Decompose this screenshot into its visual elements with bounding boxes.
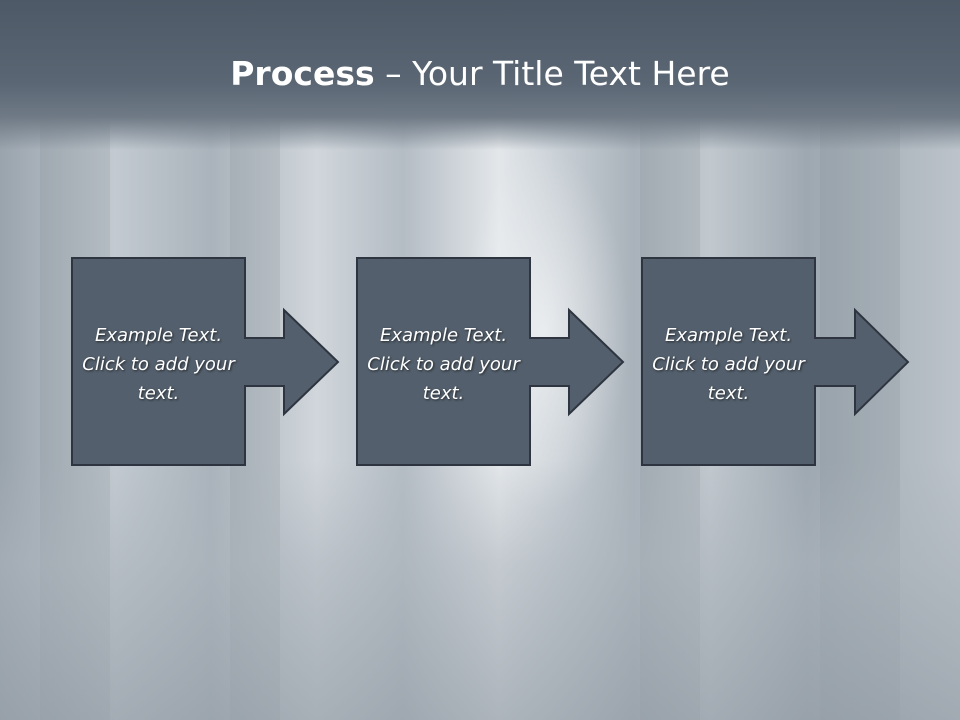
background-floor bbox=[0, 460, 960, 720]
title-band bbox=[0, 0, 960, 150]
step-1-text[interactable]: Example Text. Click to add your text. bbox=[82, 325, 235, 404]
title-rest-part: – Your Title Text Here bbox=[374, 54, 730, 93]
title-bold-part: Process bbox=[230, 54, 375, 93]
step-3-text[interactable]: Example Text. Click to add your text. bbox=[652, 325, 805, 404]
step-2-text[interactable]: Example Text. Click to add your text. bbox=[367, 325, 520, 404]
slide-title[interactable]: Process – Your Title Text Here bbox=[0, 50, 960, 98]
